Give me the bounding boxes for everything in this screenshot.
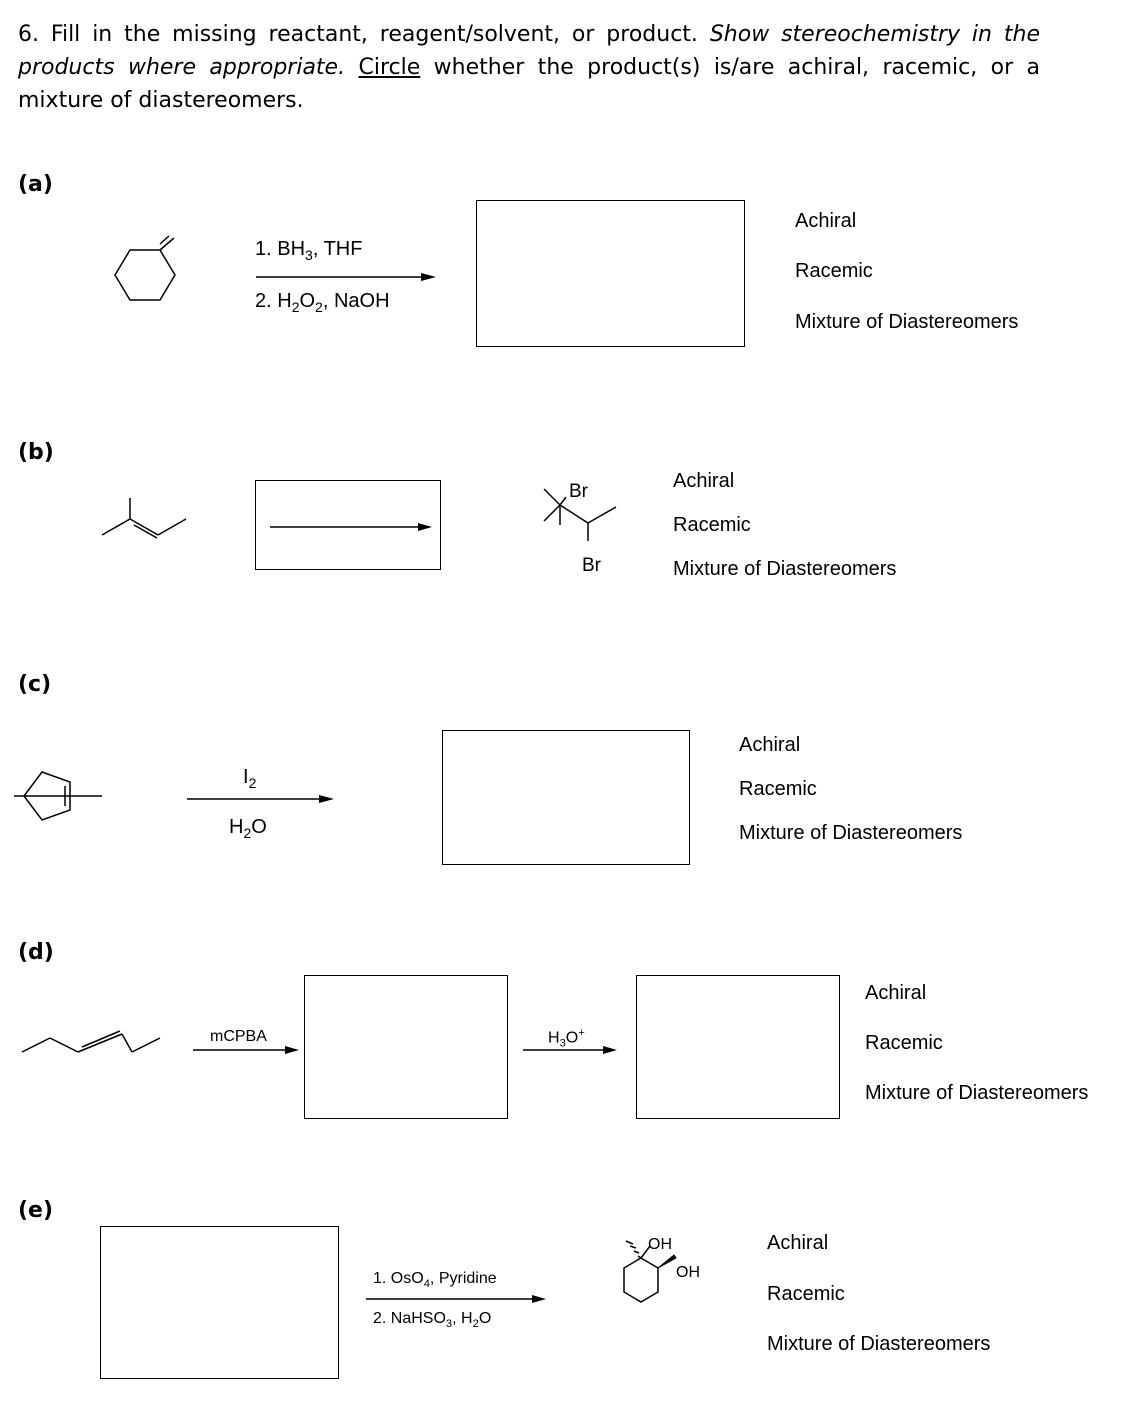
part-b-option-mixture[interactable]: Mixture of Diastereomers bbox=[673, 558, 897, 580]
3-hexene-structure bbox=[21, 1030, 161, 1053]
part-d-arrow-2 bbox=[523, 1046, 617, 1054]
part-a-option-achiral[interactable]: Achiral bbox=[795, 210, 857, 232]
part-a-label: (a) bbox=[18, 172, 53, 197]
part-e-reagent-1: 1. OsO4, Pyridine bbox=[373, 1270, 497, 1291]
dibromo-product-structure bbox=[543, 488, 617, 541]
part-b-br-bottom: Br bbox=[582, 555, 601, 576]
part-a-arrow bbox=[256, 273, 436, 281]
part-d-arrow-1 bbox=[193, 1046, 299, 1054]
part-d-option-achiral[interactable]: Achiral bbox=[865, 982, 927, 1004]
part-e-option-mixture[interactable]: Mixture of Diastereomers bbox=[767, 1333, 991, 1355]
question-instruction: Fill in the missing reactant, reagent/so… bbox=[50, 22, 698, 47]
part-c-arrow bbox=[187, 795, 334, 803]
part-d-product-box[interactable] bbox=[636, 975, 840, 1119]
part-c-label: (c) bbox=[18, 672, 52, 697]
question-text: 6. Fill in the missing reactant, reagent… bbox=[18, 18, 1040, 117]
part-c-reagent-bottom: H2O bbox=[229, 816, 267, 841]
part-b-reagent-box[interactable] bbox=[255, 480, 441, 570]
part-e-reactant-box[interactable] bbox=[100, 1226, 339, 1379]
part-c-option-mixture[interactable]: Mixture of Diastereomers bbox=[739, 822, 963, 844]
part-e-option-racemic[interactable]: Racemic bbox=[767, 1283, 845, 1305]
methylenecyclohexane-structure bbox=[114, 235, 176, 301]
part-e-reagent-2: 2. NaHSO3, H2O bbox=[373, 1310, 492, 1331]
part-d-reagent-1: mCPBA bbox=[210, 1028, 267, 1045]
1-methylcyclopentene-structure bbox=[14, 771, 102, 821]
question-number: 6. bbox=[18, 22, 39, 47]
part-d-intermediate-box[interactable] bbox=[304, 975, 508, 1119]
part-e-option-achiral[interactable]: Achiral bbox=[767, 1232, 829, 1254]
question-stereo-note: Show stereochemistry in the products whe… bbox=[18, 22, 1040, 80]
part-e-oh-2: OH bbox=[676, 1264, 700, 1281]
part-b-arrow bbox=[270, 523, 432, 531]
part-c-product-box[interactable] bbox=[442, 730, 690, 865]
question-tail: whether the product(s) is/are achiral, r… bbox=[18, 55, 1041, 113]
part-d-option-mixture[interactable]: Mixture of Diastereomers bbox=[865, 1082, 1089, 1104]
part-e-arrow bbox=[366, 1295, 546, 1303]
part-a-option-mixture[interactable]: Mixture of Diastereomers bbox=[795, 311, 1019, 333]
part-a-option-racemic[interactable]: Racemic bbox=[795, 260, 873, 282]
part-d-label: (d) bbox=[18, 940, 54, 965]
part-d-option-racemic[interactable]: Racemic bbox=[865, 1032, 943, 1054]
part-e-oh-1: OH bbox=[648, 1236, 672, 1253]
part-e-label: (e) bbox=[18, 1198, 54, 1223]
2-methyl-2-butene-structure bbox=[101, 498, 187, 539]
part-a-product-box[interactable] bbox=[476, 200, 745, 347]
part-c-reagent-top: I2 bbox=[243, 766, 257, 791]
question-circle-word: Circle bbox=[358, 55, 421, 80]
part-b-option-achiral[interactable]: Achiral bbox=[673, 470, 735, 492]
part-b-option-racemic[interactable]: Racemic bbox=[673, 514, 751, 536]
diol-product-structure bbox=[623, 1240, 677, 1303]
part-c-option-achiral[interactable]: Achiral bbox=[739, 734, 801, 756]
part-b-br-top: Br bbox=[569, 481, 588, 502]
part-a-reagent-2: 2. H2O2, NaOH bbox=[255, 290, 390, 315]
part-b-label: (b) bbox=[18, 440, 54, 465]
part-d-reagent-2: H3O+ bbox=[548, 1027, 585, 1050]
part-a-reagent-1: 1. BH3, THF bbox=[255, 238, 363, 263]
part-c-option-racemic[interactable]: Racemic bbox=[739, 778, 817, 800]
